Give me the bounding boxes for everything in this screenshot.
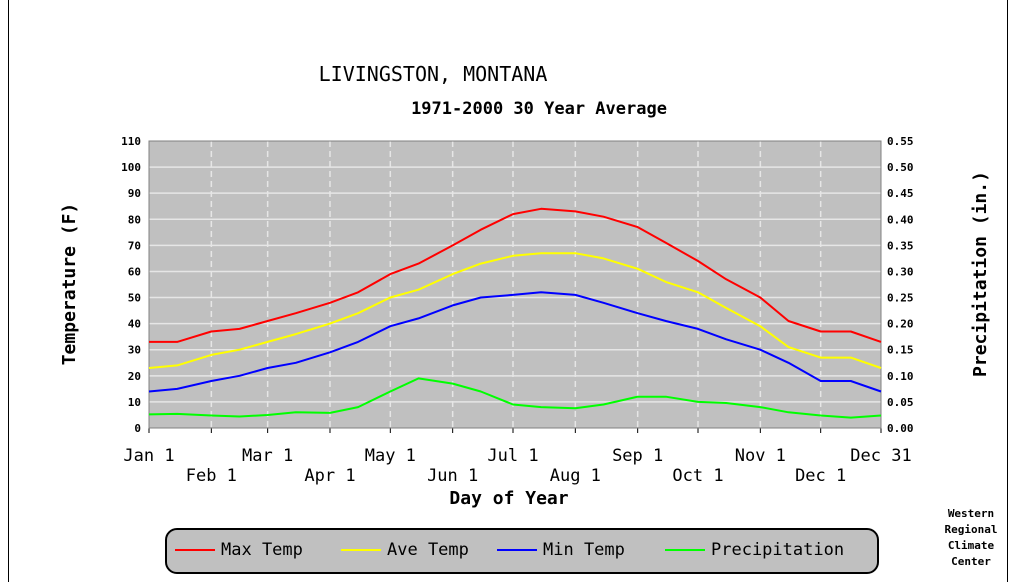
x-tick-label: Jan 1 — [123, 446, 174, 466]
y-tick-label: 50 — [128, 292, 141, 305]
source-line: Climate — [947, 539, 995, 552]
y-tick-label: 30 — [128, 344, 141, 357]
legend-item-precipitation: Precipitation — [665, 540, 844, 560]
x-tick-label: Feb 1 — [186, 466, 237, 486]
y-tick-label: 100 — [121, 161, 141, 174]
x-axis-label: Day of Year — [449, 488, 568, 509]
series-line-ave-temp — [148, 252, 882, 369]
legend-label-min-temp: Min Temp — [543, 540, 625, 560]
x-tick-label: Jul 1 — [487, 446, 538, 466]
y-tick-label: 20 — [128, 370, 141, 383]
x-tick-label: Oct 1 — [672, 466, 723, 486]
y2-tick-label: 0.25 — [887, 292, 914, 305]
y2-tick-label: 0.15 — [887, 344, 914, 357]
x-tick-label: Dec 31 — [850, 446, 911, 466]
y-tick-label: 110 — [121, 135, 141, 148]
source-line: Western — [947, 507, 995, 520]
y2-tick-label: 0.05 — [887, 396, 914, 409]
legend: Max Temp Ave Temp Min Temp Precipitation — [165, 528, 879, 574]
series-line-max-temp — [149, 207, 882, 343]
y-tick-label: 90 — [128, 187, 141, 200]
source-credit: Western Regional Climate Center — [929, 506, 1013, 570]
y2-tick-label: 0.10 — [887, 370, 914, 383]
source-line: Regional — [944, 523, 998, 536]
y2-tick-label: 0.00 — [887, 422, 914, 435]
legend-item-max-temp: Max Temp — [175, 540, 303, 560]
y-tick-label: 10 — [128, 396, 141, 409]
y-tick-label: 60 — [128, 265, 141, 278]
chart: 0 10 20 30 40 50 60 70 80 90 100 110 0.00 0.05 0.10 0.1… — [59, 62, 991, 509]
series-line-precipitation — [148, 377, 882, 419]
legend-label-ave-temp: Ave Temp — [387, 540, 469, 560]
y-tick-label: 70 — [128, 239, 141, 252]
y2-axis-label: Precipitation (in.) — [970, 171, 991, 377]
y-tick-label: 80 — [128, 213, 141, 226]
x-tick-label: Apr 1 — [304, 466, 355, 486]
y-axis-label: Temperature (F) — [59, 203, 80, 366]
y2-tick-label: 0.55 — [887, 135, 914, 148]
y2-tick-label: 0.45 — [887, 187, 914, 200]
plot-area — [149, 141, 881, 428]
chart-frame: 0 10 20 30 40 50 60 70 80 90 100 110 0.00 0.05 0.10 0.1… — [8, 0, 1008, 582]
y2-tick-label: 0.30 — [887, 265, 914, 278]
legend-item-ave-temp: Ave Temp — [341, 540, 469, 560]
y2-tick-label: 0.50 — [887, 161, 914, 174]
legend-swatch-precipitation — [665, 549, 705, 551]
legend-item-min-temp: Min Temp — [497, 540, 625, 560]
series-line-min-temp — [148, 291, 882, 393]
y-tick-label: 0 — [134, 422, 141, 435]
y2-tick-label: 0.35 — [887, 239, 914, 252]
y2-tick-label: 0.40 — [887, 213, 914, 226]
y-tick-label: 40 — [128, 318, 141, 331]
legend-label-max-temp: Max Temp — [221, 540, 303, 560]
chart-subtitle: 1971-2000 30 Year Average — [411, 99, 667, 119]
source-line: Center — [951, 555, 991, 568]
chart-title: LIVINGSTON, MONTANA — [319, 62, 548, 86]
legend-swatch-max-temp — [175, 549, 215, 551]
y2-tick-label: 0.20 — [887, 318, 914, 331]
legend-swatch-ave-temp — [341, 549, 381, 551]
x-tick-label: Jun 1 — [427, 466, 478, 486]
x-tick-label: Nov 1 — [735, 446, 786, 466]
legend-label-precipitation: Precipitation — [711, 540, 845, 560]
plot-border — [148, 140, 882, 429]
x-tick-label: Sep 1 — [612, 446, 663, 466]
legend-swatch-min-temp — [497, 549, 537, 551]
x-tick-label: Aug 1 — [550, 466, 601, 486]
x-tick-label: Mar 1 — [242, 446, 293, 466]
x-tick-label: May 1 — [365, 446, 416, 466]
x-tick-label: Dec 1 — [795, 466, 846, 486]
